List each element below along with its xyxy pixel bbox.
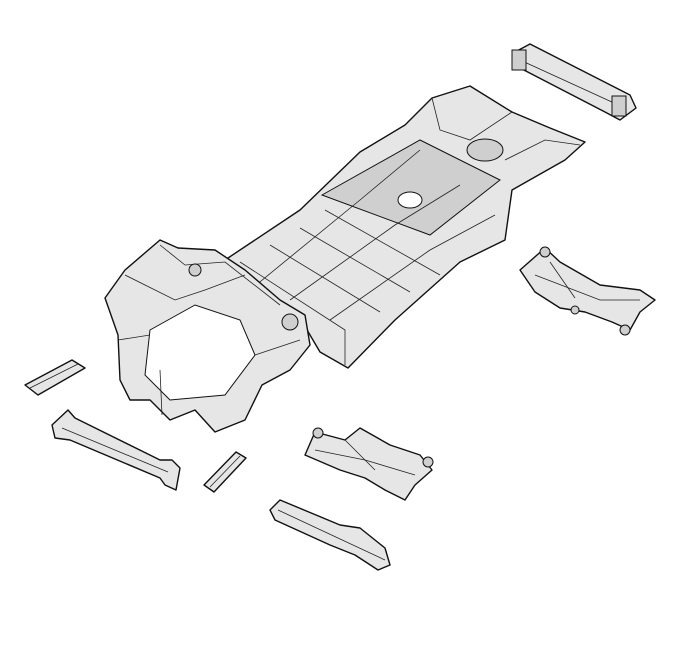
rear-bumper-beam: [511, 43, 637, 121]
floor-pan-assembly: [221, 85, 586, 369]
rear-subframe: [519, 246, 656, 336]
front-bumper-beam: [51, 409, 181, 491]
left-crash-box-bar: [24, 359, 86, 396]
lower-side-rail: [269, 499, 391, 571]
front-subframe: [304, 427, 434, 501]
front-structure-assembly: [104, 239, 311, 433]
center-brace-bar: [203, 451, 247, 493]
